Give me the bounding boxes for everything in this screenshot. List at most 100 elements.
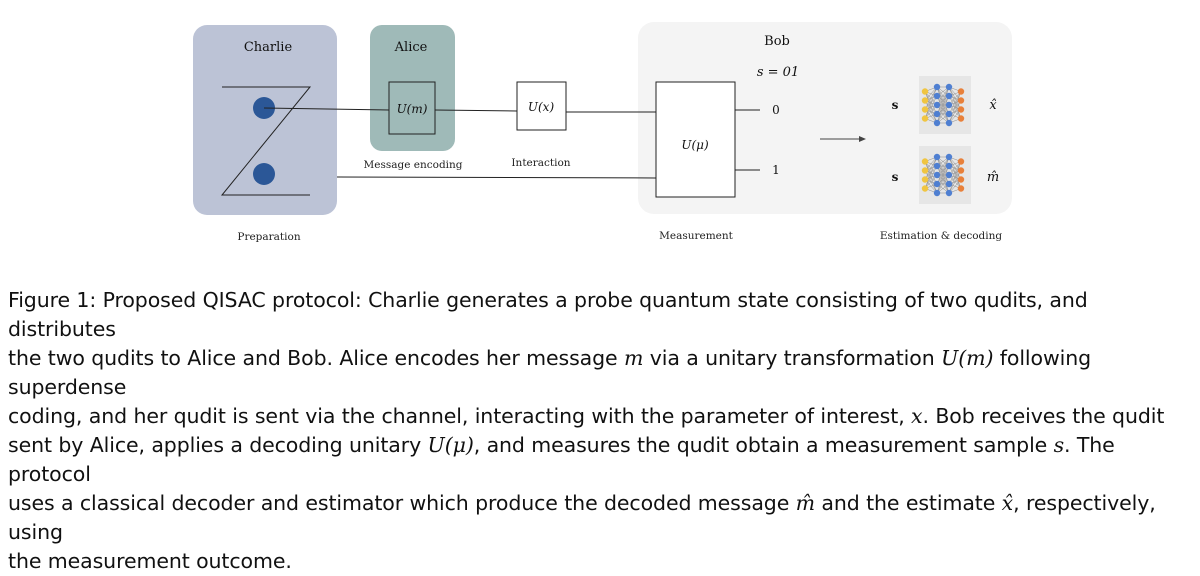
math-U-mu: U(μ): [427, 433, 474, 457]
network-edge: [936, 156, 950, 176]
network-edge: [948, 91, 962, 124]
network-edge: [924, 95, 938, 119]
network-edge: [924, 86, 938, 110]
qudit-bottom: [253, 163, 275, 185]
alice-box: [370, 25, 455, 151]
network-node: [933, 119, 941, 127]
estimate-label: x̂: [989, 98, 997, 113]
output-1-label: 1: [772, 163, 780, 177]
arrow-head-icon: [859, 136, 866, 142]
network-node: [921, 158, 929, 165]
network-node: [933, 83, 941, 91]
input-s-bottom: s: [892, 170, 899, 184]
network-edge: [924, 156, 938, 180]
caption-text: and the estimate: [814, 491, 1002, 515]
caption-text: , and measures the qudit obtain a measur…: [473, 433, 1054, 457]
caption-line-3: coding, and her qudit is sent via the ch…: [8, 402, 1192, 431]
measurement-label: Measurement: [659, 230, 734, 242]
network-edge: [936, 86, 950, 106]
decoded-label: m̂: [987, 170, 999, 185]
bob-gate-label: U(μ): [681, 138, 709, 152]
network-node: [933, 171, 941, 179]
network-node: [957, 88, 965, 95]
input-s-top: s: [892, 98, 899, 112]
network-edge: [936, 156, 950, 185]
network-node: [921, 176, 929, 183]
interaction-gate-box: [516, 81, 567, 131]
network-edge: [936, 156, 950, 194]
wire-charlie-to-bob: [336, 176, 657, 179]
preparation-label: Preparation: [237, 231, 300, 243]
message-encoding-label: Message encoding: [363, 159, 462, 171]
network-node: [957, 176, 965, 183]
network-node: [945, 171, 953, 179]
network-node: [945, 153, 953, 161]
network-node: [945, 119, 953, 127]
network-edge: [936, 174, 950, 194]
network-edge: [936, 95, 950, 124]
math-x: x: [911, 404, 923, 428]
network-edge: [936, 86, 950, 124]
network-node: [933, 180, 941, 188]
network-node: [945, 101, 953, 109]
wire-charlie-to-alice: [263, 107, 390, 111]
network-node: [933, 162, 941, 170]
math-U-m: U(m): [941, 346, 994, 370]
protocol-diagram: Charlie Alice Bob s = 01 U(m) U(x) U(μ) …: [193, 22, 1012, 243]
network-node: [957, 115, 965, 122]
wire-alice-to-interaction: [434, 109, 518, 112]
figure-caption: Figure 1: Proposed QISAC protocol: Charl…: [8, 286, 1192, 576]
network-node: [933, 189, 941, 197]
network-edge: [948, 100, 962, 124]
network-node: [957, 106, 965, 113]
estimation-label: Estimation & decoding: [880, 230, 1003, 242]
charlie-label: Charlie: [244, 40, 293, 55]
network-node: [933, 101, 941, 109]
math-m: m: [623, 346, 644, 370]
measurement-result: s = 01: [757, 65, 799, 80]
network-node: [957, 158, 965, 165]
network-node: [921, 115, 929, 122]
caption-text: . Bob receives the qudit: [922, 404, 1165, 428]
network-node: [921, 185, 929, 192]
network-node: [945, 180, 953, 188]
network-node: [933, 110, 941, 118]
network-node: [933, 92, 941, 100]
network-node: [957, 167, 965, 174]
caption-line-4: sent by Alice, applies a decoding unitar…: [8, 431, 1192, 489]
alice-gate-label: U(m): [397, 102, 428, 116]
charlie-box: [193, 25, 337, 215]
hourglass-shape: [220, 86, 312, 196]
caption-line-1: Figure 1: Proposed QISAC protocol: Charl…: [8, 288, 1088, 341]
network-node: [957, 97, 965, 104]
network-node: [945, 162, 953, 170]
caption-text: the two qudits to Alice and Bob. Alice e…: [8, 346, 624, 370]
output-0-label: 0: [772, 103, 780, 117]
math-s: s: [1053, 433, 1065, 457]
network-node: [945, 92, 953, 100]
network-edge: [924, 165, 938, 189]
caption-text: uses a classical decoder and estimator w…: [8, 491, 796, 515]
network-node: [921, 97, 929, 104]
network-edge: [948, 161, 962, 194]
network-edge: [936, 86, 950, 115]
alice-label: Alice: [394, 40, 428, 55]
estimator-network-icon: [919, 76, 971, 134]
network-node: [945, 110, 953, 118]
network-edge: [948, 91, 962, 115]
network-edge: [936, 104, 950, 124]
interaction-label: Interaction: [511, 157, 570, 169]
network-edge: [948, 161, 962, 185]
bob-label: Bob: [764, 34, 790, 49]
network-node: [921, 88, 929, 95]
math-x-hat: x̂: [1001, 491, 1014, 515]
caption-line-5: uses a classical decoder and estimator w…: [8, 489, 1192, 547]
network-edge: [924, 86, 938, 119]
caption-line-2: the two qudits to Alice and Bob. Alice e…: [8, 344, 1192, 402]
interaction-gate-label: U(x): [528, 100, 555, 114]
caption-text: sent by Alice, applies a decoding unitar…: [8, 433, 428, 457]
network-edge: [948, 170, 962, 194]
network-node: [945, 189, 953, 197]
network-node: [933, 153, 941, 161]
network-node: [945, 83, 953, 91]
